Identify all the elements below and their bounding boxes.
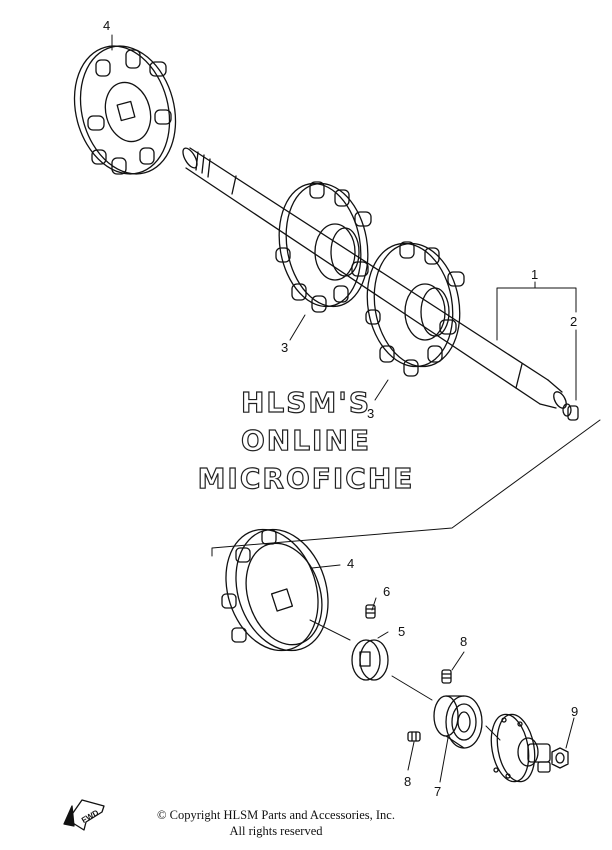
watermark-line-3: MICROFICHE (197, 461, 415, 495)
callout-5: 5 (398, 624, 405, 639)
callout-numbers: 1 2 3 3 4 4 5 6 7 8 8 9 (103, 18, 578, 799)
copyright-line-1: © Copyright HLSM Parts and Accessories, … (157, 808, 395, 822)
callout-9: 9 (571, 704, 578, 719)
set-screw-6 (365, 604, 376, 619)
leader-lines (111, 34, 601, 783)
watermark-line-1: HLSM'S (240, 385, 372, 419)
end-plug-2 (562, 403, 579, 421)
sprocket-top-4 (73, 45, 177, 175)
bearing-7 (433, 695, 483, 749)
nut-9 (551, 747, 569, 769)
set-screw-8-upper (441, 669, 452, 684)
hub-flange (490, 713, 551, 783)
copyright-line-2: All rights reserved (229, 824, 323, 838)
callout-3-right: 3 (367, 406, 374, 421)
sprocket-right-3 (365, 241, 465, 377)
sprocket-middle-3 (275, 181, 372, 313)
callout-6: 6 (383, 584, 390, 599)
callout-3-middle: 3 (281, 340, 288, 355)
set-screw-8-lower (407, 731, 421, 742)
collar-5 (351, 639, 389, 681)
callout-4-top: 4 (103, 18, 110, 33)
callout-2: 2 (570, 314, 577, 329)
watermark-line-2: ONLINE (240, 423, 372, 457)
callout-1: 1 (531, 267, 538, 282)
drive-shaft-1 (182, 147, 567, 409)
callout-8-lower: 8 (404, 774, 411, 789)
callout-7: 7 (434, 784, 441, 799)
callout-4-bottom: 4 (347, 556, 354, 571)
callout-8-upper: 8 (460, 634, 467, 649)
idler-wheel-4 (221, 528, 329, 652)
